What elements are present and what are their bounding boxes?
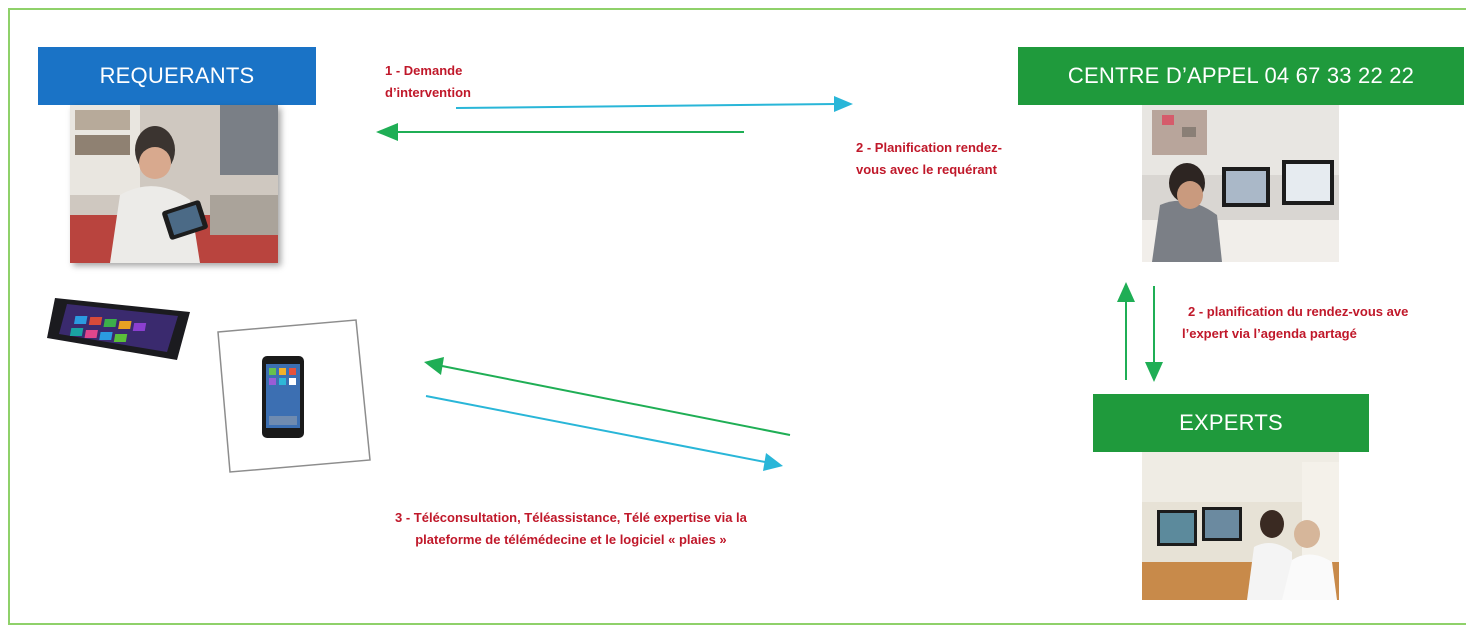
arrowhead-green-left-bottom [424,357,444,375]
step1-line1: 1 - Demande [385,63,463,78]
experts-box: EXPERTS [1093,394,1369,452]
arrowhead-cyan-right-top [834,96,853,112]
step2a-line1: 2 - Planification rendez- [856,140,1002,155]
arrowhead-cyan-right-bottom [763,453,783,471]
experts-photo [1142,452,1339,600]
requerant-photo [70,105,278,263]
step3-line2: plateforme de télémédecine et le logicie… [415,532,727,547]
step1-line2: d’intervention [385,85,471,100]
step1-text: 1 - Demande d’intervention [385,60,471,104]
step3-line1: 3 - Téléconsultation, Téléassistance, Té… [395,510,747,525]
requerants-label: REQUERANTS [99,63,255,88]
call-centre-photo [1142,105,1339,262]
step2b-text: 2 - planification du rendez-vous ave l’e… [1182,301,1468,345]
arrow-experts-to-requerant [441,365,791,436]
smartphone-image [216,318,372,474]
step3-text: 3 - Téléconsultation, Téléassistance, Té… [395,507,747,551]
arrowhead-green-left-top [376,123,398,141]
step2b-line1: 2 - planification du rendez-vous ave [1188,304,1409,319]
step2a-line2: vous avec le requérant [856,162,997,177]
step2b-line2: l’expert via l’agenda partagé [1182,326,1357,341]
arrowhead-green-up [1117,282,1135,302]
arrow-demande-to-centre [455,103,837,109]
experts-label: EXPERTS [1179,410,1283,435]
tablet-device-image [45,290,195,370]
centre-appel-label: CENTRE D’APPEL 04 67 33 22 22 [1067,63,1415,88]
arrowhead-green-down [1145,362,1163,382]
arrow-requerant-to-experts [425,395,766,463]
requerants-box: REQUERANTS [38,47,316,105]
centre-appel-box: CENTRE D’APPEL 04 67 33 22 22 [1018,47,1464,105]
step2a-text: 2 - Planification rendez- vous avec le r… [856,137,1002,181]
diagram-frame [8,8,1466,625]
